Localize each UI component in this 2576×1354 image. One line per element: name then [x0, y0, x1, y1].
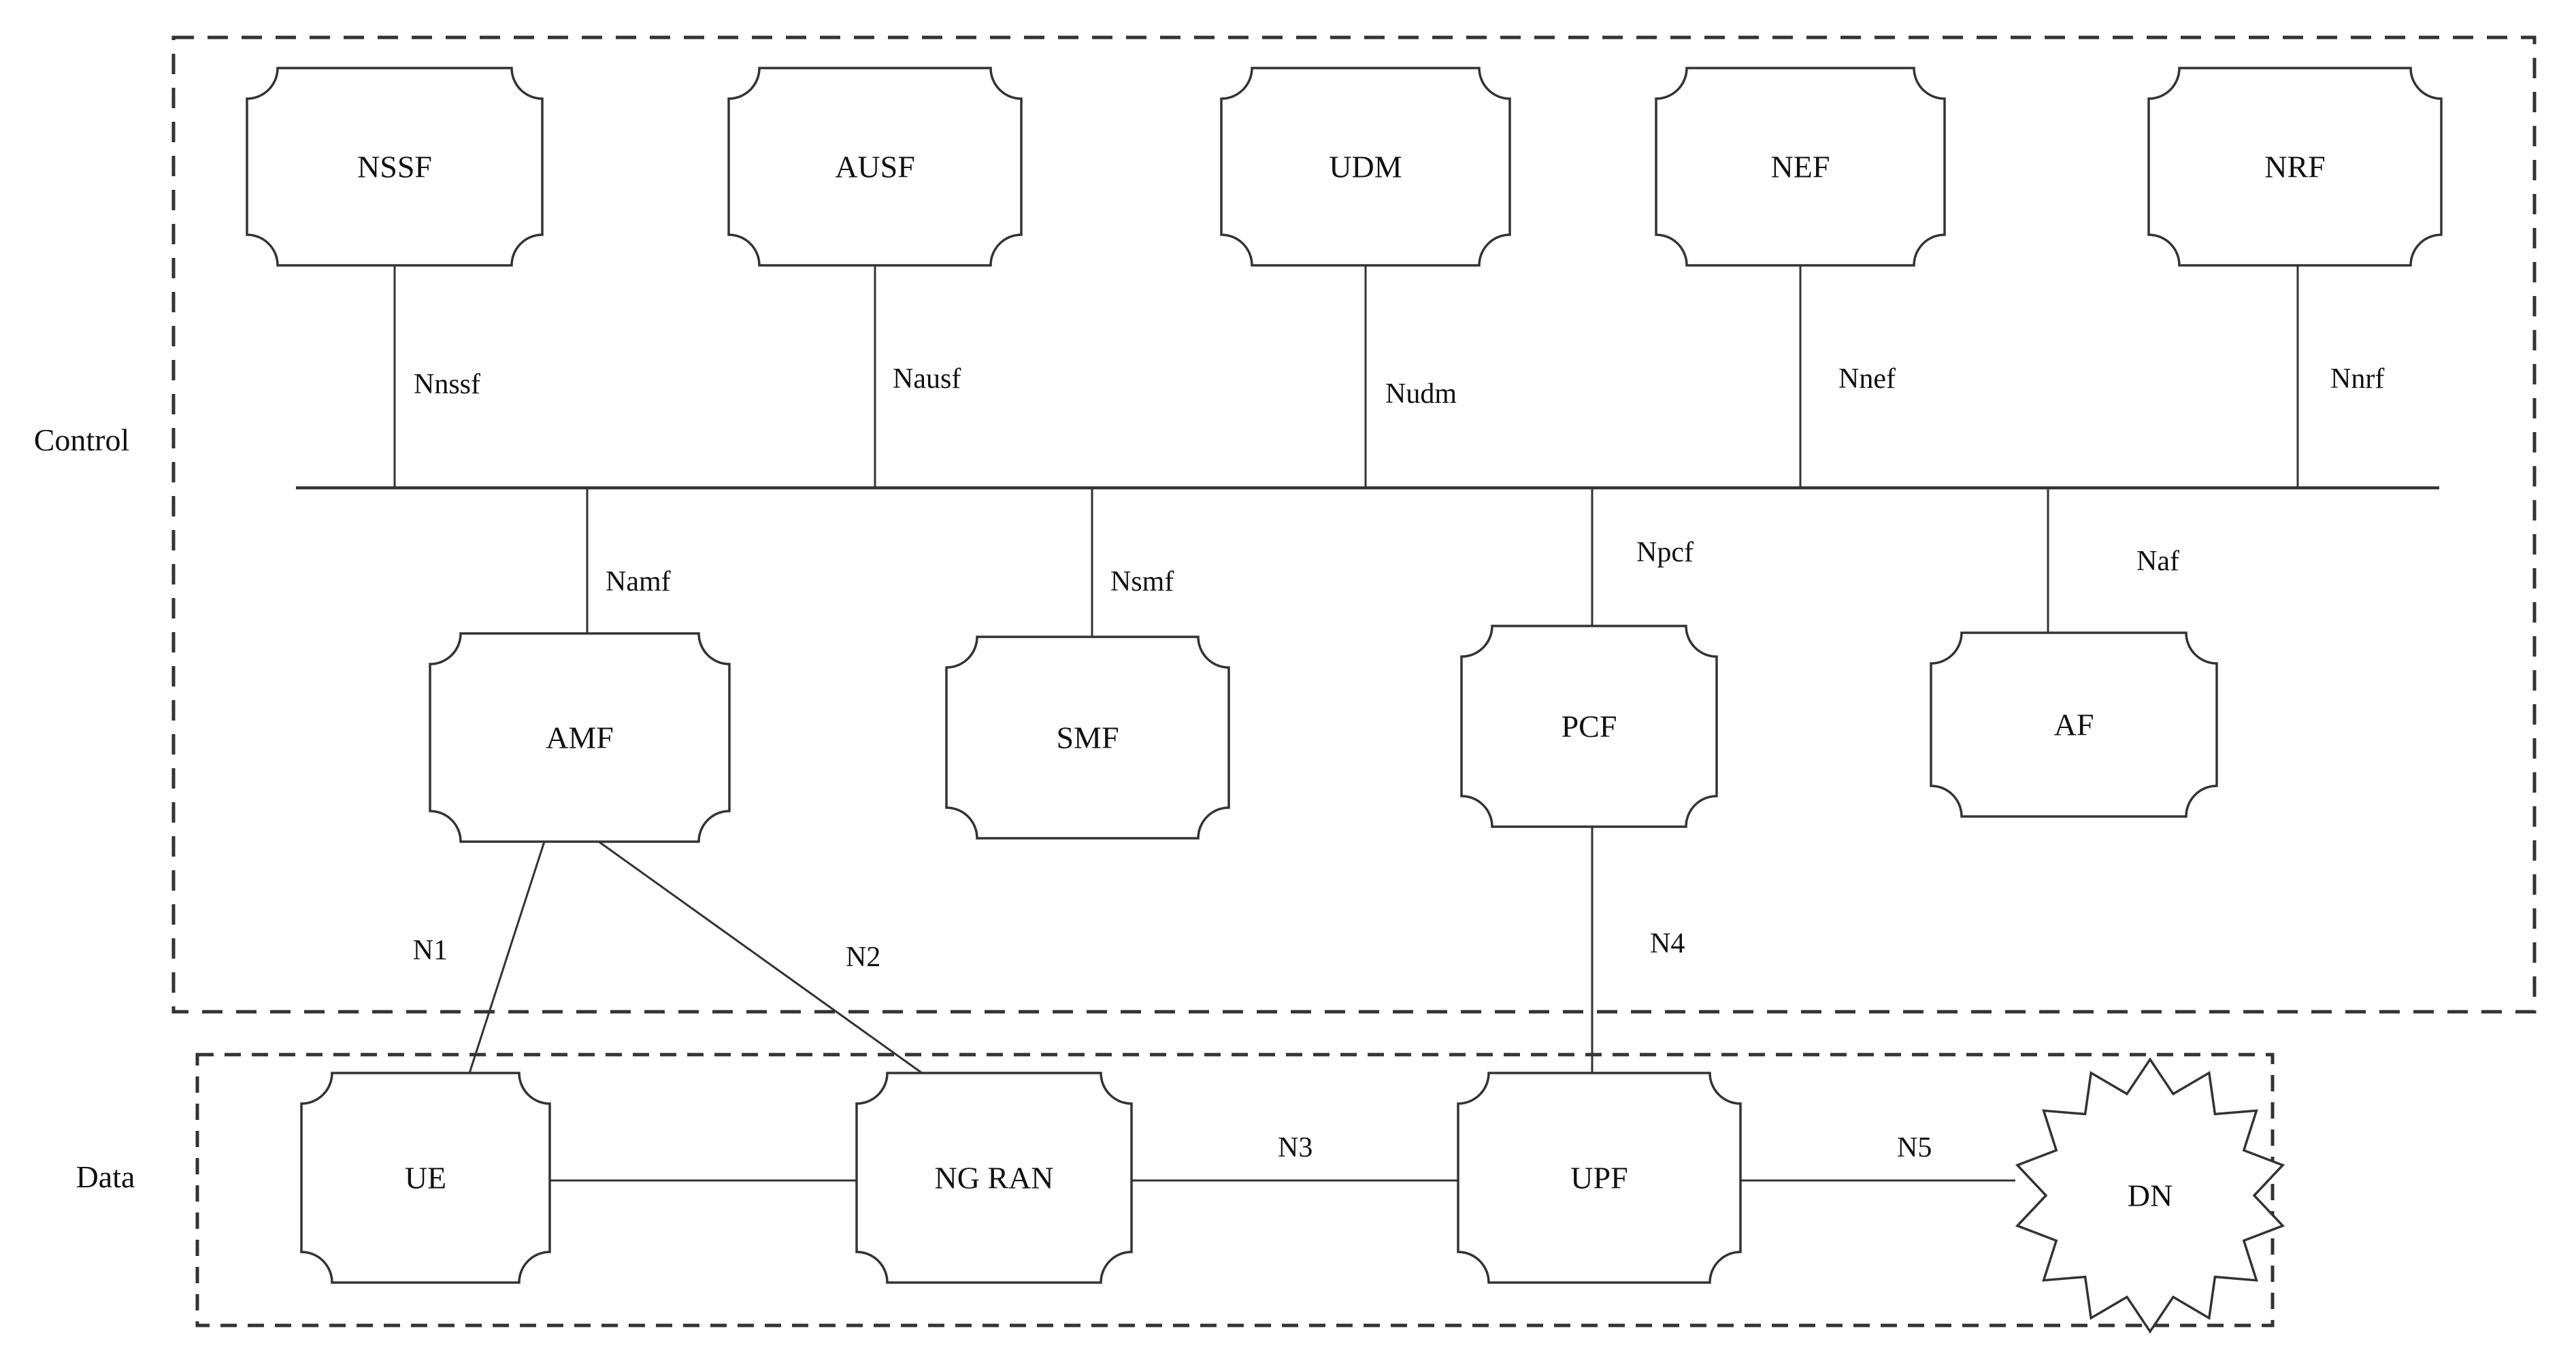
- connection-bus-amf-label: Namf: [606, 566, 671, 597]
- connection-udm-bus-label: Nudm: [1385, 378, 1457, 410]
- node-nef-shape: [1655, 67, 1946, 267]
- node-nssf-shape: [246, 67, 544, 267]
- node-amf-label: AMF: [546, 721, 614, 755]
- node-dn-label: DN: [2128, 1178, 2173, 1213]
- connection-amf-ngran-label: N2: [846, 942, 880, 973]
- connection-upf-dn-label: N5: [1897, 1132, 1932, 1163]
- region-control-label: Control: [34, 423, 130, 457]
- node-udm-shape: [1220, 67, 1511, 267]
- region-data-border: [195, 1053, 2275, 1327]
- connection-nef-bus-label: Nnef: [1838, 363, 1896, 395]
- node-nrf-label: NRF: [2264, 150, 2325, 184]
- connection-amf-ngran-line: [598, 840, 923, 1074]
- connection-amf-ue-line: [468, 841, 546, 1074]
- connection-ausf-bus-label: Nausf: [893, 363, 961, 395]
- connection-bus-af-label: Naf: [2136, 546, 2179, 577]
- node-amf-shape: [429, 632, 731, 843]
- node-dn-shape: [2015, 1057, 2285, 1334]
- connection-ngran-upf-label: N3: [1278, 1132, 1312, 1163]
- node-upf-shape: [1457, 1072, 1742, 1284]
- connection-nssf-bus-label: Nnssf: [414, 369, 480, 400]
- node-ue-shape: [300, 1072, 551, 1284]
- node-nef-label: NEF: [1771, 150, 1830, 184]
- node-smf-label: SMF: [1056, 721, 1119, 755]
- connection-amf-ue-label: N1: [413, 935, 448, 966]
- node-nssf-label: NSSF: [357, 150, 432, 184]
- region-data-label: Data: [76, 1159, 135, 1194]
- node-udm-label: UDM: [1329, 150, 1402, 184]
- connection-bus-smf-label: Nsmf: [1110, 566, 1174, 597]
- node-pcf-label: PCF: [1562, 709, 1617, 744]
- node-pcf-shape: [1460, 625, 1718, 828]
- node-af-label: AF: [2054, 708, 2094, 742]
- node-ngran-shape: [855, 1072, 1133, 1284]
- node-af-shape: [1930, 631, 2218, 818]
- node-upf-label: UPF: [1570, 1161, 1628, 1195]
- node-ngran-label: NG RAN: [934, 1161, 1053, 1195]
- node-ue-label: UE: [405, 1161, 446, 1195]
- connection-pcf-upf-label: N4: [1650, 928, 1685, 959]
- node-ausf-shape: [727, 67, 1023, 267]
- connection-bus-pcf-label: Npcf: [1636, 537, 1694, 568]
- node-nrf-shape: [2147, 67, 2443, 267]
- connection-nrf-bus-label: Nnrf: [2330, 363, 2384, 395]
- node-smf-shape: [945, 635, 1230, 840]
- node-ausf-label: AUSF: [835, 150, 915, 184]
